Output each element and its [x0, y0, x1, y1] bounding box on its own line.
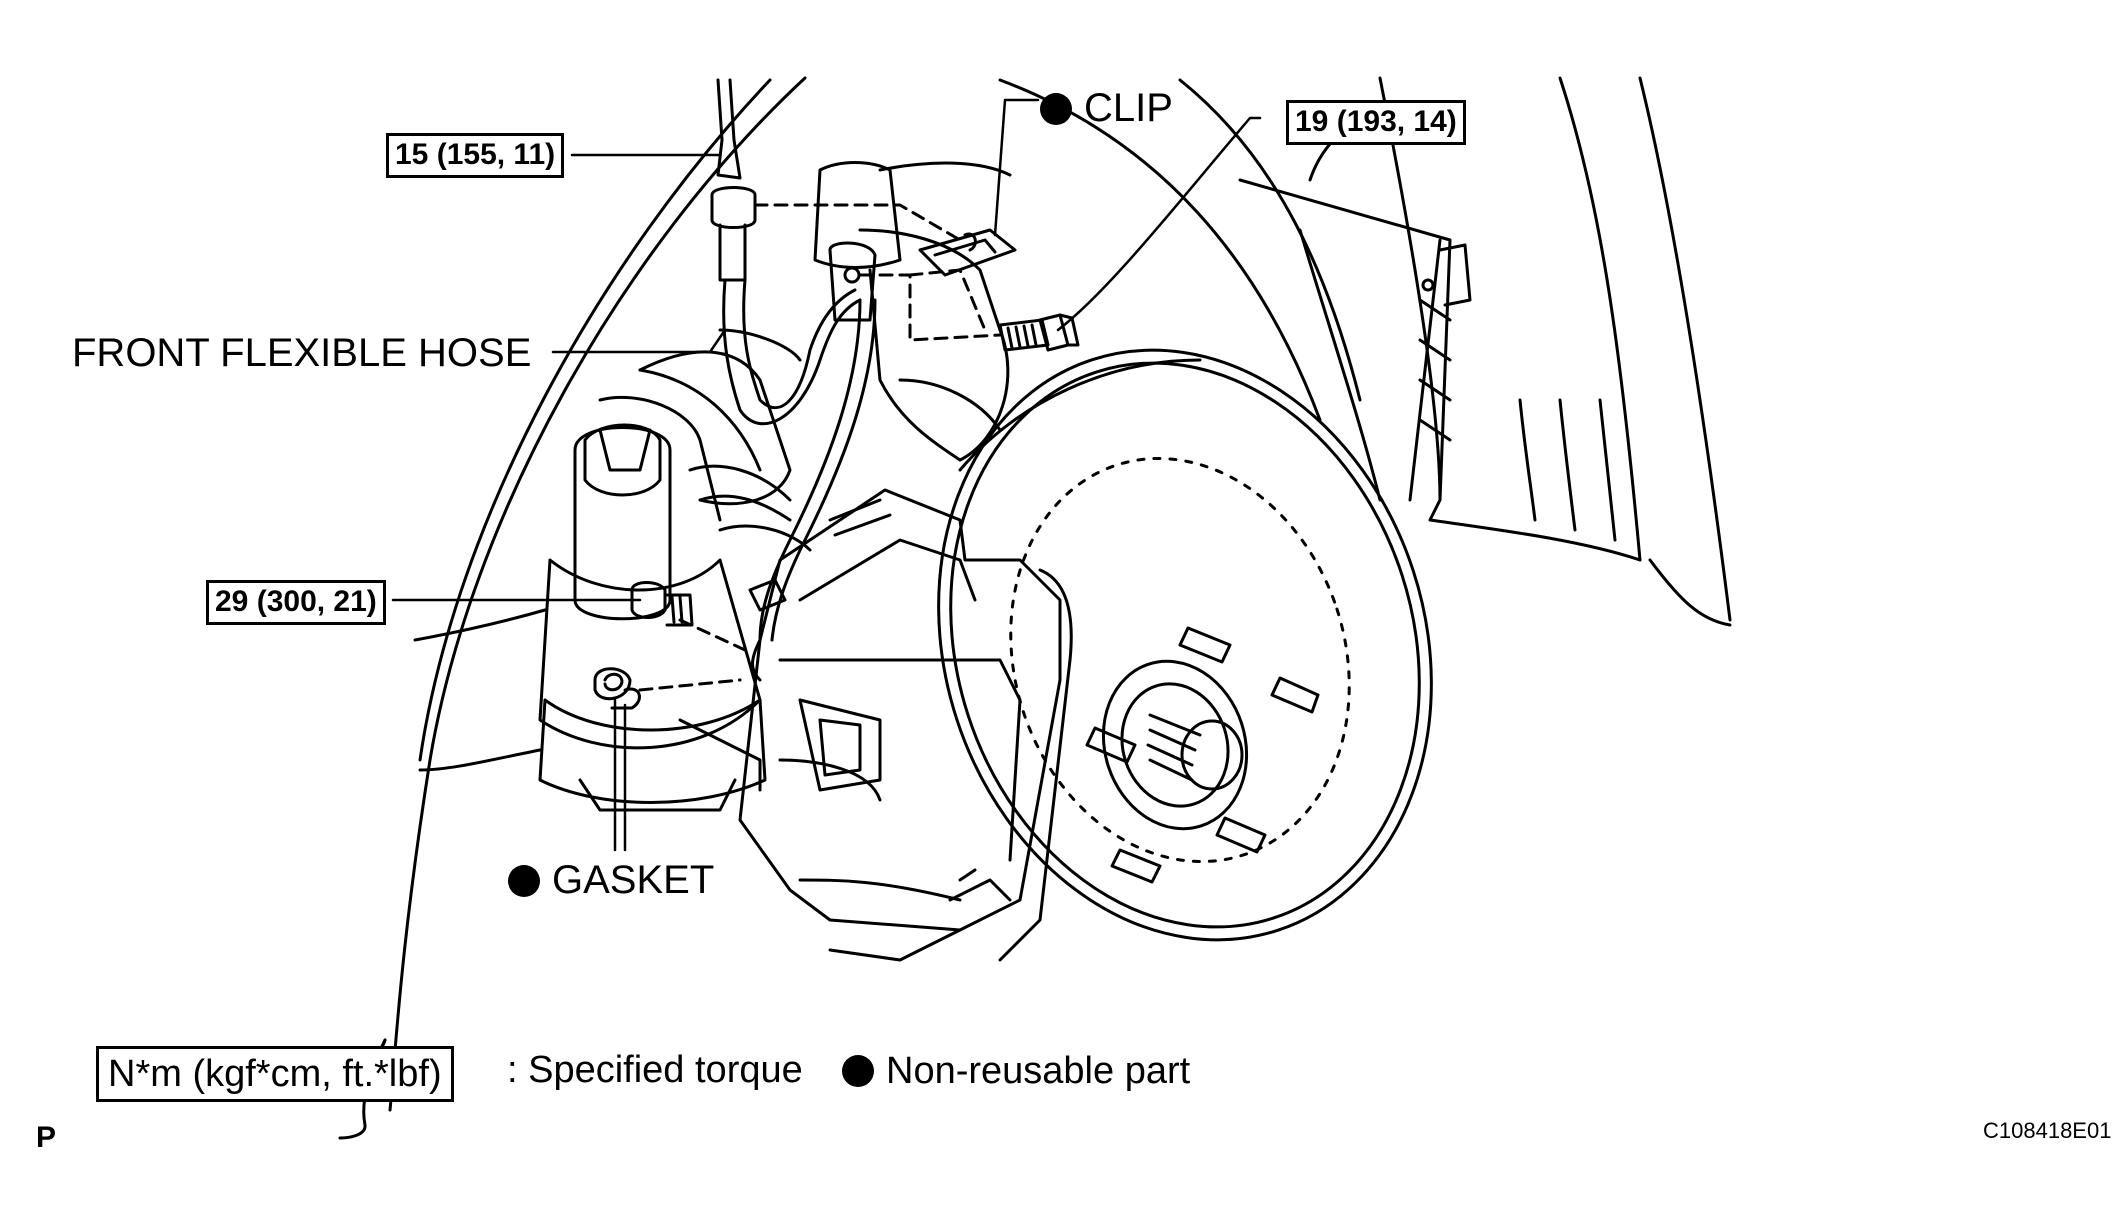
brake-caliper: [738, 488, 1073, 962]
non-reusable-dot-icon: [1040, 93, 1072, 125]
gasket-label: GASKET: [508, 860, 714, 900]
non-reusable-text: Non-reusable part: [886, 1050, 1191, 1092]
gasket-part: [593, 667, 641, 710]
clip-text: CLIP: [1084, 86, 1173, 130]
front-flexible-hose: [710, 78, 877, 682]
front-flexible-hose-label: FRONT FLEXIBLE HOSE: [72, 331, 532, 375]
gasket-text: GASKET: [552, 858, 715, 902]
specified-torque-legend: : Specified torque: [507, 1049, 803, 1091]
fender-liner: [998, 76, 1732, 627]
drive-shaft-boot: [638, 368, 812, 552]
brake-disc: [937, 348, 1433, 942]
clip-bolt: [998, 313, 1080, 352]
torque-hose-union-label: 15 (155, 11): [386, 133, 565, 178]
figure-code: C108418E01: [1983, 1118, 2112, 1143]
torque-unit-legend: N*m (kgf*cm, ft.*lbf): [96, 1046, 454, 1102]
corner-mark: P: [36, 1121, 57, 1154]
non-reusable-legend: Non-reusable part: [842, 1052, 1190, 1090]
torque-clip-bolt-label: 19 (193, 14): [1286, 100, 1466, 145]
caliper-union-bolt: [630, 581, 694, 627]
non-reusable-dot-icon: [842, 1055, 874, 1087]
leader-lines: [391, 98, 1262, 852]
clip-label: CLIP: [1040, 88, 1173, 128]
wheel-studs: [1085, 626, 1320, 884]
assembly-dashed-lines: [638, 203, 1002, 692]
torque-caliper-bolt-label: 29 (300, 21): [206, 580, 386, 625]
lower-ball-joint: [413, 423, 767, 812]
non-reusable-dot-icon: [508, 865, 540, 897]
clip-part: [918, 228, 1017, 277]
